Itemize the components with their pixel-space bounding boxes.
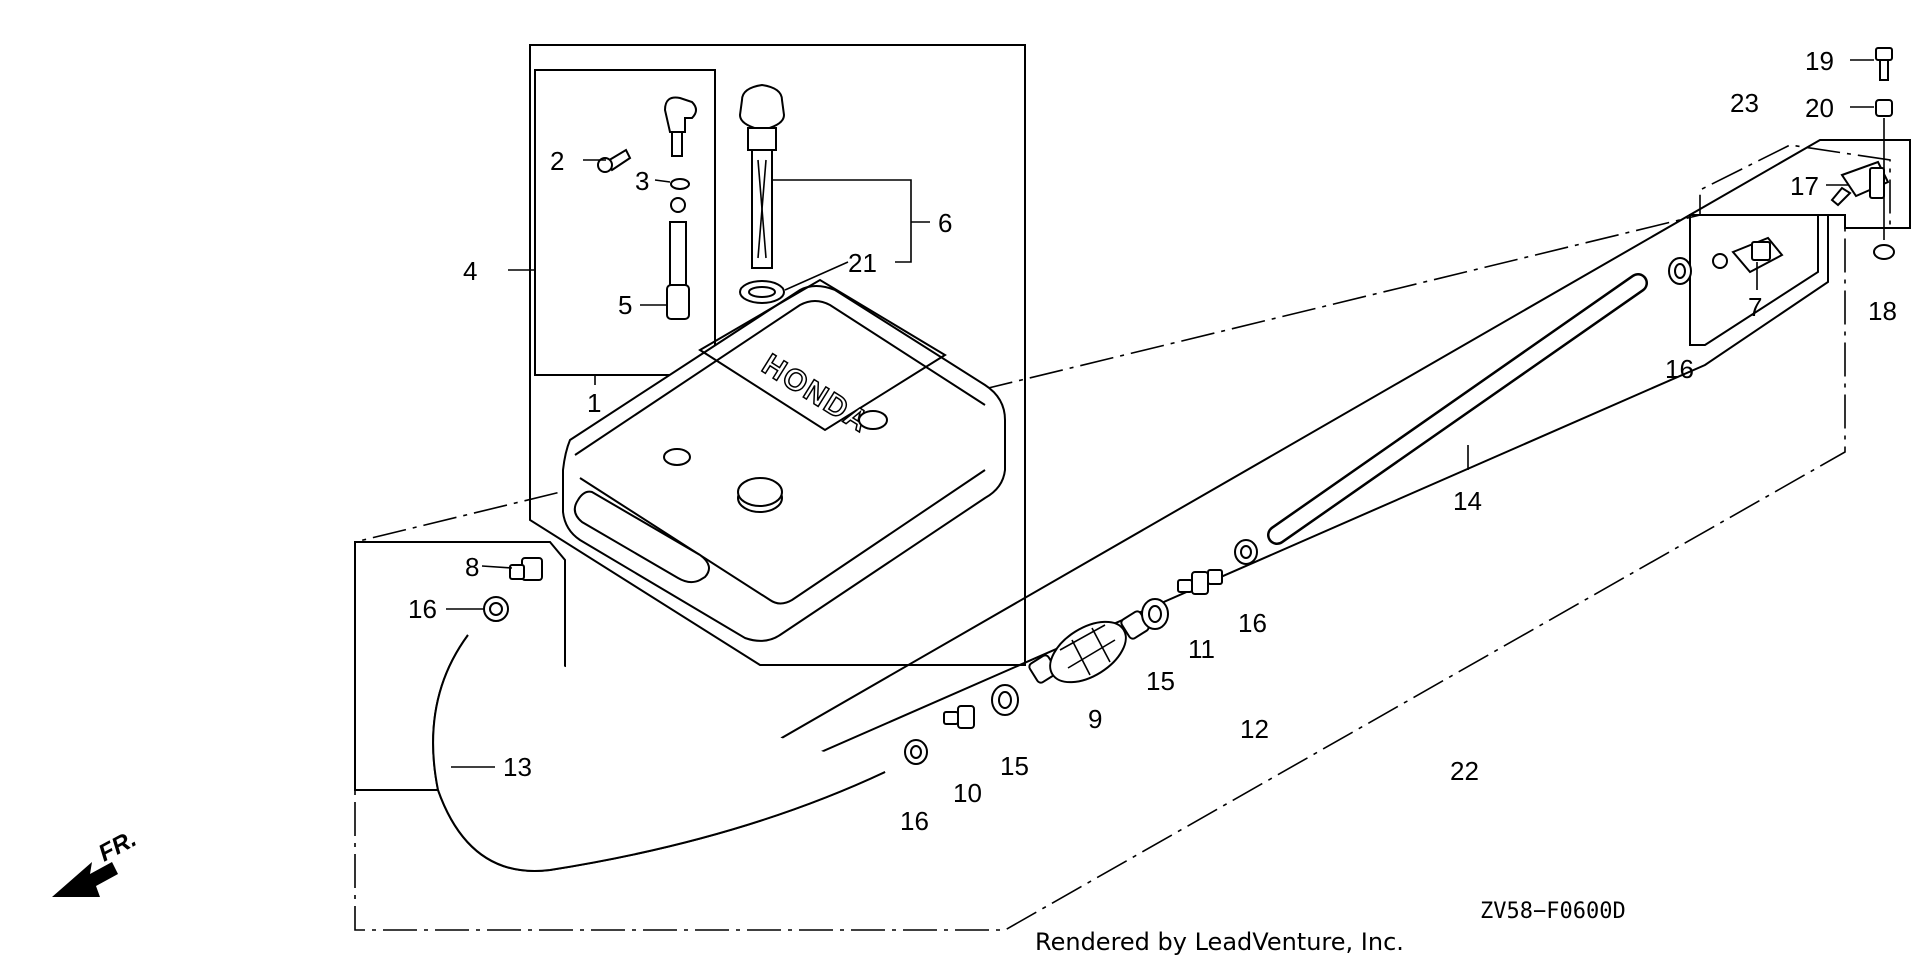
figure-code: ZV58−F0600D [1480, 899, 1626, 924]
vent-hole [663, 448, 691, 466]
callout-13: 13 [503, 752, 532, 782]
callout-23: 23 [1730, 88, 1759, 118]
tank-handle [573, 490, 710, 584]
primer-bulb [1028, 610, 1150, 684]
callout-2: 2 [550, 146, 564, 176]
fuel-line-assembly-dash-box [354, 144, 1891, 931]
callout-12: 12 [1240, 714, 1269, 744]
callout-16a: 16 [408, 594, 437, 624]
callout-6: 6 [938, 208, 952, 238]
callout-10: 10 [953, 778, 982, 808]
front-direction-label: FR. [94, 825, 141, 867]
collar-20 [1875, 99, 1893, 117]
gauge-hole [858, 410, 888, 430]
callout-19: 19 [1805, 46, 1834, 76]
callout-3: 3 [635, 166, 649, 196]
callout-16c: 16 [1238, 608, 1267, 638]
callout-1: 1 [587, 388, 601, 418]
front-direction-arrow: FR. [52, 825, 141, 897]
tank-assembly-box [529, 44, 1026, 666]
callout-14: 14 [1453, 486, 1482, 516]
callout-17: 17 [1790, 171, 1819, 201]
fuel-gauge [738, 83, 786, 269]
fuel-joint-17 [1830, 160, 1890, 207]
callout-8: 8 [465, 552, 479, 582]
callout-15a: 15 [1000, 751, 1029, 781]
engine-connector-7 [1712, 236, 1784, 274]
fuel-tank: HONDA [562, 278, 1006, 642]
callout-20: 20 [1805, 93, 1834, 123]
bolt-19 [1875, 47, 1893, 81]
fuel-strainer [666, 284, 690, 320]
pickup-assembly-box [534, 69, 716, 376]
credit-text: Rendered by LeadVenture, Inc. [1035, 928, 1404, 956]
callout-21: 21 [848, 248, 877, 278]
callout-18: 18 [1868, 296, 1897, 326]
callout-15b: 15 [1146, 666, 1175, 696]
callout-16b: 16 [900, 806, 929, 836]
pickup-washer [670, 178, 690, 190]
washer-18 [1873, 244, 1895, 260]
connector-10 [943, 705, 975, 729]
callout-11: 11 [1188, 634, 1215, 664]
callout-16d: 16 [1665, 354, 1694, 384]
connector-11 [1177, 569, 1223, 595]
tank-connector-8 [509, 557, 543, 581]
callout-4: 4 [463, 256, 477, 286]
callout-9: 9 [1088, 704, 1102, 734]
callout-5: 5 [618, 290, 632, 320]
vent-screw [597, 148, 632, 173]
callout-22: 22 [1450, 756, 1479, 786]
callout-7: 7 [1748, 292, 1762, 322]
pickup-elbow [663, 96, 697, 157]
